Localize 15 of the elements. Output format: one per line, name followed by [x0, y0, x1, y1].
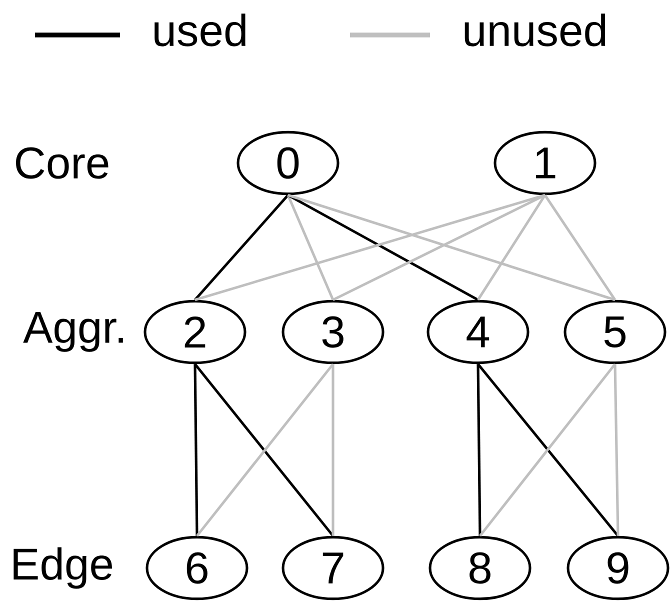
link-line: [288, 194, 616, 302]
link-line: [476, 194, 546, 301]
legend-label: unused: [464, 14, 606, 46]
legend-label: used: [154, 14, 246, 46]
link-line: [332, 364, 334, 536]
link-line: [614, 364, 620, 536]
link-line: [544, 194, 616, 301]
link-line: [287, 194, 479, 301]
link-line: [286, 194, 334, 300]
layer-label: Core: [16, 147, 108, 179]
link-line: [194, 194, 289, 301]
link-line: [194, 364, 198, 536]
link-line: [194, 194, 546, 302]
link-line: [332, 194, 546, 302]
link-line: [476, 364, 482, 536]
